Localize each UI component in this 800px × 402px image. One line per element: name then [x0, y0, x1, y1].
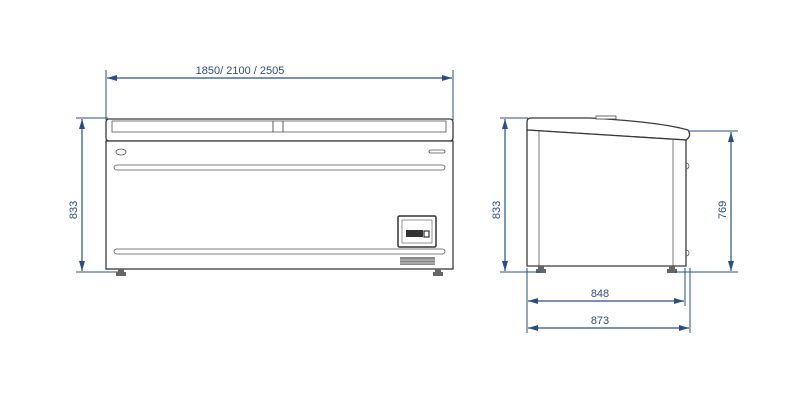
freezer-side	[526, 115, 691, 273]
side-view: 833 769 848 873	[491, 115, 738, 333]
foot-right	[433, 269, 443, 276]
front-width-dimension: 1850/ 2100 / 2505	[105, 65, 454, 120]
vent-grille	[400, 257, 435, 265]
side-depth-dimensions: 848 873	[526, 268, 691, 333]
control-panel	[397, 215, 437, 248]
front-height-label: 833	[68, 201, 80, 219]
side-height-label: 833	[491, 201, 503, 219]
front-view: 1850/ 2100 / 2505 833	[68, 65, 454, 276]
foot-left	[116, 269, 126, 276]
side-depth-outer-label: 873	[591, 315, 609, 327]
brand-badge	[428, 149, 446, 154]
logo-oval	[115, 148, 127, 156]
side-depth-inner-label: 848	[591, 288, 609, 300]
side-body-height-label: 769	[717, 201, 729, 219]
front-height-dimension: 833	[68, 117, 120, 273]
freezer-front	[105, 118, 454, 276]
top-handle	[113, 164, 446, 171]
front-width-label: 1850/ 2100 / 2505	[196, 65, 285, 77]
bottom-handle	[113, 248, 446, 255]
side-height-dimension: 833	[491, 117, 540, 273]
